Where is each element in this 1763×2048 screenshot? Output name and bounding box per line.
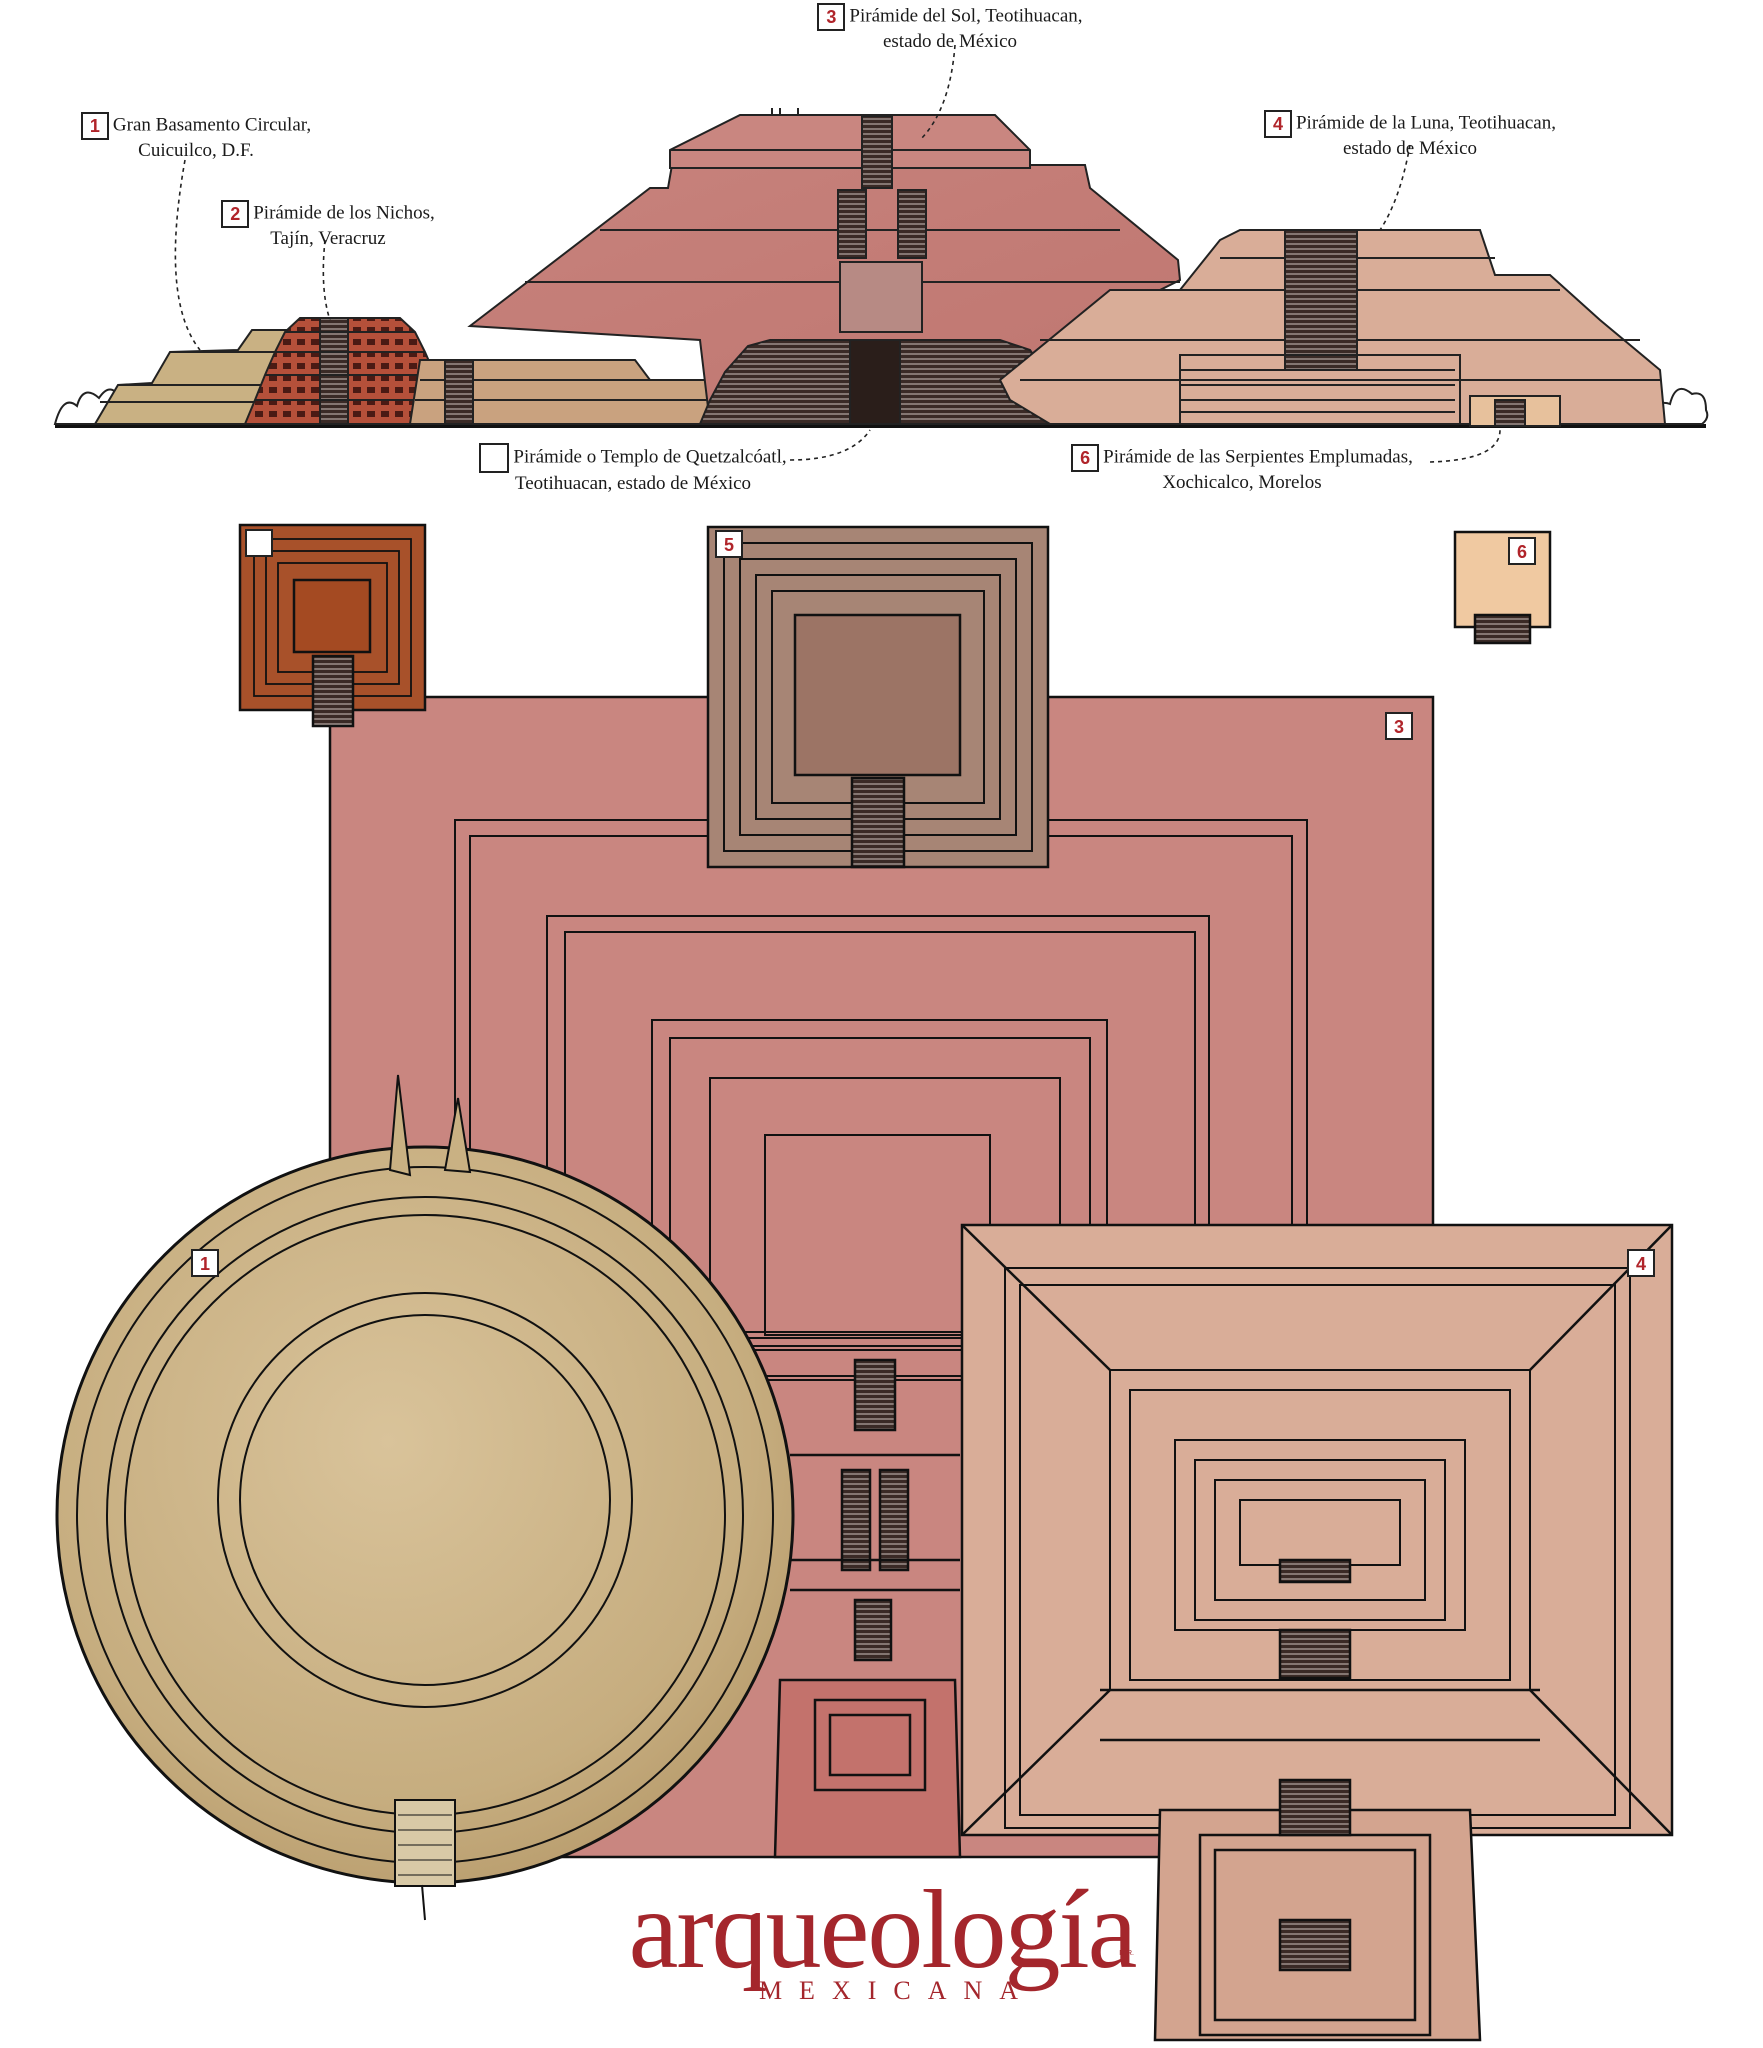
quetzalcoatl-plan [238,523,427,728]
svg-text:5: 5 [724,535,734,555]
label-line2: estado de México [1342,138,1477,159]
sol-elevation [467,108,1182,425]
badge-1: 1 [191,1249,219,1277]
label-line2: Cuicuilco, D.F. [138,140,254,161]
svg-text:3: 3 [1394,717,1404,737]
svg-text:4: 4 [1636,1254,1646,1274]
label-line2: Tajín, Veracruz [270,228,386,249]
label-number: 2 [221,200,250,228]
logo-trademark: M.R. [1119,1950,1134,1957]
label-line2: Teotihuacan, estado de México [514,473,752,494]
cuicuilco-plan [55,1074,795,1921]
badge-5: 5 [715,530,743,558]
logo-subtitle: MEXICANA [758,1976,1036,2005]
label-line1: Pirámide de los Nichos, [253,202,435,224]
quetzalcoatl-elevation [408,359,737,425]
label-number: 4 [1263,110,1292,138]
label-number [479,443,510,473]
badge-3: 3 [1385,712,1413,740]
arqueologia-mexicana-logo: arqueología MEXICANA M.R. [622,1868,1142,2006]
leader-lines [174,44,1501,463]
svg-text:6: 6 [1517,542,1527,562]
tajin-nichos-plan [706,525,1050,869]
label-number: 1 [80,112,109,140]
label-quetzalcoatl: Pirámide o Templo de Quetzalcóatl, Teoti… [458,443,808,495]
label-line1: Pirámide del Sol, Teotihuacan, [849,5,1083,27]
plan-badges: 5 6 3 1 4 [191,529,1655,1277]
label-number: 6 [1071,444,1100,472]
label-line2: Xochicalco, Morelos [1162,472,1322,493]
logo-word: arqueología [628,1868,1138,1992]
xochicalco-elevation [1469,395,1561,427]
label-line1: Pirámide o Templo de Quetzalcóatl, [513,446,787,468]
label-line2: estado de México [882,31,1017,52]
svg-text:1: 1 [200,1254,210,1274]
label-line1: Pirámide de las Serpientes Emplumadas, [1103,446,1413,468]
label-line1: Gran Basamento Circular, [112,114,312,136]
badge-6: 6 [1508,537,1536,565]
label-line1: Pirámide de la Luna, Teotihuacan, [1295,112,1556,134]
luna-elevation [998,229,1667,425]
elevation-view [53,44,1709,463]
badge-4: 4 [1627,1249,1655,1277]
label-number: 3 [817,3,846,31]
